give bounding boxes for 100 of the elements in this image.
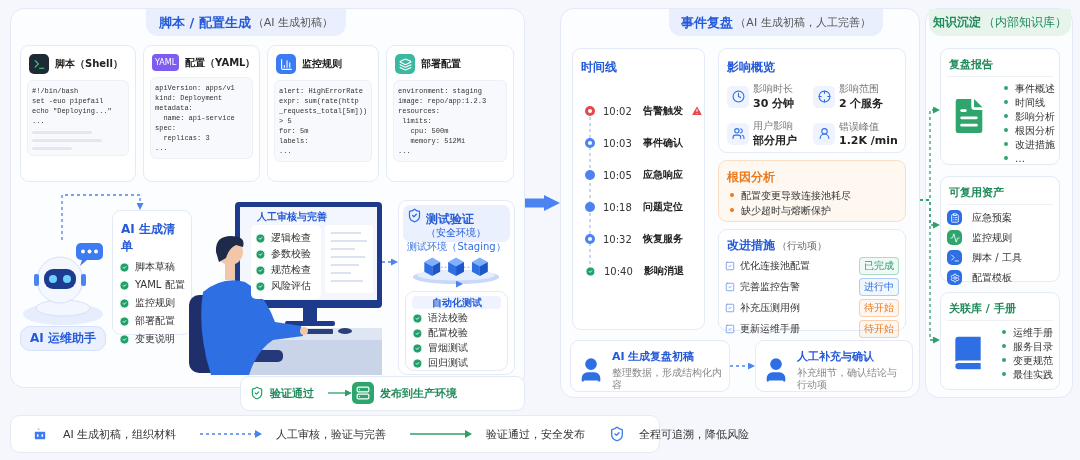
checklist-item: 参数校验 bbox=[271, 248, 311, 260]
test-checklist-card bbox=[405, 291, 508, 371]
asset-item: 配置模板 bbox=[972, 271, 1012, 284]
role-card bbox=[570, 340, 730, 392]
checklist-item: 部署配置 bbox=[135, 315, 175, 327]
bullet-item: 事件概述 bbox=[1001, 83, 1055, 95]
card-title: AI 生成复盘初稿 bbox=[612, 349, 696, 364]
bullet-item: 运维手册 bbox=[999, 327, 1053, 339]
action-item: 补充压测用例 bbox=[740, 302, 800, 314]
arrow bbox=[61, 194, 144, 241]
knowledge-card bbox=[940, 292, 1060, 390]
bullet-item: 配置变更导致连接池耗尽 bbox=[727, 190, 897, 202]
knowledge-card bbox=[940, 48, 1060, 165]
event-text: 事件确认 bbox=[643, 136, 683, 150]
arrow bbox=[455, 281, 463, 288]
card-title: 时间线 bbox=[581, 59, 618, 76]
impact-card bbox=[718, 48, 906, 153]
status-badge: 待开始 bbox=[859, 320, 899, 338]
action-item: 优化连接池配置 bbox=[740, 260, 810, 272]
panel-subtitle: （AI 生成初稿，人工完善） bbox=[735, 15, 871, 30]
legend-text: AI 生成初稿，组织材料 bbox=[63, 426, 177, 442]
time-text: 10:02 bbox=[603, 105, 633, 117]
arrow bbox=[919, 199, 940, 344]
time-text: 10:03 bbox=[603, 137, 633, 149]
card-title: 配置（YAML） bbox=[185, 55, 256, 70]
panel bbox=[10, 8, 525, 388]
legend-text: 验证通过，安全发布 bbox=[486, 426, 586, 442]
metric-label: 错误峰值 bbox=[839, 120, 880, 134]
arrow bbox=[381, 258, 398, 266]
checklist-item: 风险评估 bbox=[271, 280, 311, 292]
panel bbox=[560, 8, 920, 398]
block-arrow bbox=[525, 195, 560, 211]
bullet-item: 时间线 bbox=[1001, 97, 1055, 109]
card-subtitle: 整理数据，形成结构化内容 bbox=[612, 367, 723, 391]
card-title: 关联库 / 手册 bbox=[947, 299, 1053, 321]
checklist-item: 逻辑检查 bbox=[271, 232, 311, 244]
event-text: 告警触发 bbox=[643, 104, 683, 118]
time-text: 10:05 bbox=[603, 169, 633, 181]
bullet-item: 最佳实践 bbox=[999, 369, 1053, 381]
status-text: 验证通过 bbox=[270, 385, 314, 401]
bullet-item: 缺少超时与熔断保护 bbox=[727, 205, 897, 217]
event-text: 影响消退 bbox=[644, 264, 684, 278]
metric-label: 影响时长 bbox=[753, 82, 794, 96]
legend-text: 全程可追溯，降低风险 bbox=[639, 426, 750, 442]
code-card bbox=[143, 45, 260, 182]
code-card bbox=[20, 45, 136, 182]
asset-item: 应急预案 bbox=[972, 211, 1012, 224]
event-text: 恢复服务 bbox=[643, 232, 683, 246]
assistant-label: AI 运维助手 bbox=[20, 326, 106, 351]
card-title: 部署配置 bbox=[421, 57, 461, 71]
bullet-item: 影响分析 bbox=[1001, 111, 1055, 123]
test-panel bbox=[398, 200, 515, 375]
card-subtitle: （行动项） bbox=[777, 239, 827, 253]
metric-label: 影响范围 bbox=[839, 82, 880, 96]
bullet-item: 服务目录 bbox=[999, 341, 1053, 353]
checklist-item: 配置校验 bbox=[428, 327, 468, 339]
panel-subtitle: （安全环境） bbox=[426, 227, 486, 239]
metric-label: 用户影响 bbox=[753, 119, 794, 133]
metric-value: 1.2K /min bbox=[839, 134, 898, 147]
checklist-item: 冒烟测试 bbox=[428, 342, 468, 354]
panel-subtitle: （AI 生成初稿） bbox=[252, 15, 334, 30]
asset-item: 脚本 / 工具 bbox=[972, 251, 1022, 264]
card-title: 自动化测试 bbox=[412, 296, 501, 309]
asset-item: 监控规则 bbox=[972, 231, 1012, 244]
action-item: 更新运维手册 bbox=[740, 323, 800, 335]
card-title: 人工补充与确认 bbox=[797, 349, 875, 364]
panel-title: 脚本 / 配置生成 bbox=[158, 13, 251, 32]
status-text: 发布到生产环境 bbox=[380, 385, 457, 401]
checklist-item: 监控规则 bbox=[135, 297, 175, 309]
checklist-item: 脚本草稿 bbox=[135, 261, 175, 273]
checklist-item: 规范检查 bbox=[271, 264, 311, 276]
panel-title: 事件复盘 bbox=[681, 13, 734, 32]
checklist-item: YAML 配置 bbox=[135, 279, 185, 291]
bullet-item: … bbox=[1001, 153, 1055, 165]
card-title: 可复用资产 bbox=[947, 183, 1053, 205]
checklist-item: 变更说明 bbox=[135, 333, 175, 345]
timeline-card bbox=[572, 48, 705, 330]
role-card bbox=[755, 340, 913, 392]
environment-label: 测试环境（Staging） bbox=[406, 240, 507, 254]
checklist-item: 回归测试 bbox=[428, 357, 468, 369]
metric-value: 2 个服务 bbox=[839, 96, 884, 111]
card-title: 复盘报告 bbox=[947, 55, 1053, 77]
checklist-item: 语法校验 bbox=[428, 312, 468, 324]
action-item: 完善监控告警 bbox=[740, 281, 800, 293]
screen-title: 人工审核与完善 bbox=[257, 210, 327, 224]
card-title: 监控规则 bbox=[302, 57, 342, 71]
arrow bbox=[327, 389, 352, 397]
status-badge: 已完成 bbox=[859, 257, 899, 275]
metric-value: 部分用户 bbox=[753, 133, 797, 148]
metric-value: 30 分钟 bbox=[753, 96, 795, 111]
panel-title: 测试验证 bbox=[426, 212, 474, 226]
time-text: 10:18 bbox=[603, 201, 633, 213]
yaml-badge: YAML bbox=[152, 54, 180, 71]
card-title: AI 生成清单 bbox=[121, 221, 176, 255]
knowledge-card bbox=[940, 176, 1060, 282]
panel-title: 知识沉淀 bbox=[933, 14, 981, 31]
legend-text: 人工审核，验证与完善 bbox=[276, 426, 387, 442]
code-card bbox=[386, 45, 514, 182]
bullet-item: 根因分析 bbox=[1001, 125, 1055, 137]
panel-subtitle: （内部知识库） bbox=[983, 14, 1067, 31]
